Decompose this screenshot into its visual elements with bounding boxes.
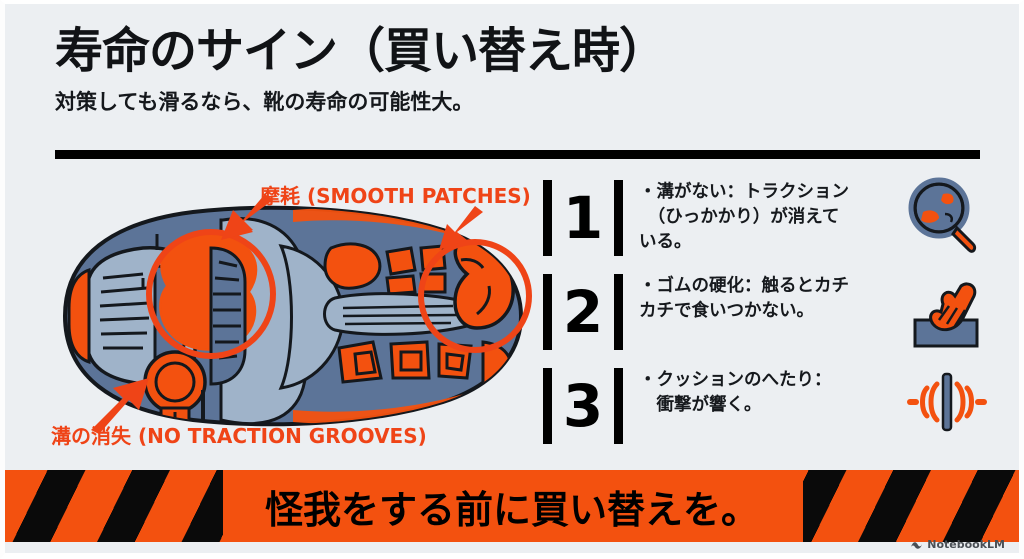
highlight-circle-forefoot	[146, 229, 276, 359]
watermark-label: NotebookLM	[927, 538, 1005, 551]
forefoot-pads-lower	[337, 340, 473, 384]
banner-text: 怪我をする前に買い替えを。	[264, 487, 759, 532]
outsole-illustration	[62, 194, 532, 434]
marker-bar-right	[614, 274, 623, 350]
sign-text: ・溝がない：トラクション （ひっかかり）が消えて いる。	[639, 182, 849, 252]
worn-patch-toe	[453, 239, 515, 330]
arrow-to-smooth-patches	[221, 194, 273, 240]
annotation-smooth-patches: 摩耗 (SMOOTH PATCHES)	[260, 184, 531, 208]
outsole-diagram-panel: 摩耗 (SMOOTH PATCHES) 溝の消失 (NO TRACTION GR…	[43, 172, 533, 457]
marker-bar-left	[543, 368, 552, 444]
warning-banner: 怪我をする前に買い替えを。	[5, 470, 1019, 542]
arrow-to-toe-patch	[439, 206, 483, 250]
list-item: 2 ・ゴムの硬化：触るとカチ カチで食いつかない。	[541, 268, 1003, 362]
signs-list: 1 ・溝がない：トラクション （ひっかかり）が消えて いる。 2 ・ゴムの硬化：…	[541, 174, 1003, 456]
marker-bar-left	[543, 274, 552, 350]
number-marker-1: 1	[541, 180, 625, 256]
annotation-no-traction-grooves: 溝の消失 (NO TRACTION GROOVES)	[51, 424, 427, 448]
banner-text-plate	[223, 470, 803, 542]
list-item: 1 ・溝がない：トラクション （ひっかかり）が消えて いる。	[541, 174, 1003, 268]
marker-number: 2	[562, 278, 604, 346]
marker-bar-right	[614, 368, 623, 444]
heel-grooves	[99, 272, 150, 350]
notebooklm-logo-icon	[911, 542, 923, 549]
marker-number: 3	[562, 372, 604, 440]
highlight-circle-toe	[418, 239, 532, 353]
magnifier-icon	[908, 177, 977, 253]
marker-number: 1	[562, 184, 604, 252]
marker-bar-right	[614, 180, 623, 256]
page-subtitle: 対策しても滑るなら、靴の寿命の可能性大。	[55, 89, 474, 114]
marker-bar-left	[543, 180, 552, 256]
header: 寿命のサイン（買い替え時） 対策しても滑るなら、靴の寿命の可能性大。	[55, 23, 985, 116]
number-marker-2: 2	[541, 274, 625, 350]
list-item: 3 ・クッションのへたり： 衝撃が響く。	[541, 362, 1003, 456]
hand-touch-rubber-icon	[913, 282, 979, 348]
number-marker-3: 3	[541, 368, 625, 444]
sign-text: ・ゴムの硬化：触るとカチ カチで食いつかない。	[639, 276, 849, 321]
sign-text: ・クッションのへたり： 衝撃が響く。	[639, 370, 832, 415]
page-title: 寿命のサイン（買い替え時）	[55, 23, 667, 79]
watermark: NotebookLM	[910, 538, 1005, 551]
shockwave-icon	[907, 372, 987, 432]
arrow-to-no-grooves	[91, 378, 149, 434]
header-divider-rule	[55, 150, 980, 159]
